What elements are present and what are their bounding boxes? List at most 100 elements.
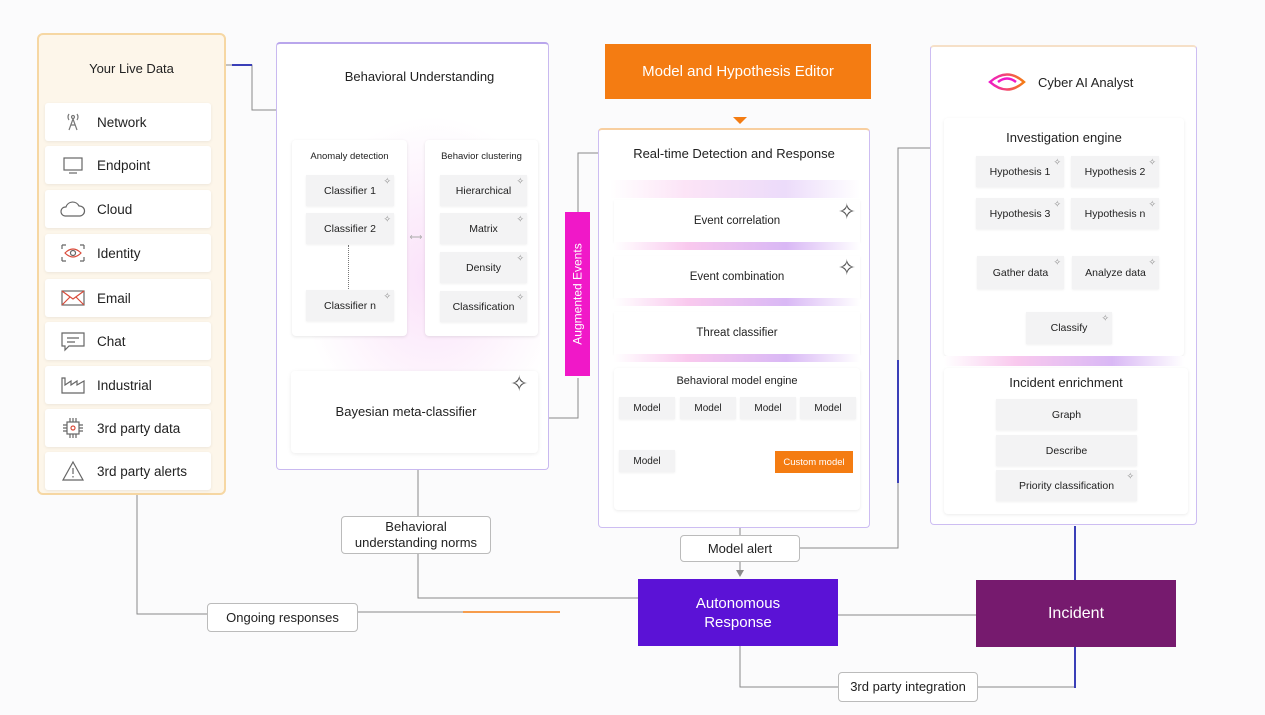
live-data-label: Industrial — [97, 377, 152, 393]
autonomous-line-2: Response — [704, 613, 772, 631]
hypothesis-card: Hypothesis n✧ — [1071, 198, 1159, 229]
eye-icon — [55, 242, 91, 264]
detection-stage-label: Event combination — [689, 271, 785, 283]
live-data-item-endpoint[interactable]: Endpoint — [45, 146, 211, 184]
antenna-icon — [55, 112, 91, 132]
hypothesis-card: Hypothesis 3✧ — [976, 198, 1064, 229]
sparkle-icon: ✧ — [516, 292, 524, 302]
model-hypothesis-editor[interactable]: Model and Hypothesis Editor — [605, 44, 871, 99]
live-data-item-network[interactable]: Network — [45, 103, 211, 141]
live-data-item-identity[interactable]: Identity — [45, 234, 211, 272]
integration-label: 3rd party integration — [838, 672, 978, 702]
live-data-item-industrial[interactable]: Industrial — [45, 366, 211, 404]
anomaly-dots — [348, 245, 349, 289]
sparkle-icon: ✧ — [1148, 157, 1156, 167]
sparkle-icon: ✧ — [1053, 157, 1061, 167]
classify-card-label: Classify — [1050, 322, 1088, 334]
sparkle-icon: ✧ — [1053, 199, 1061, 209]
analyst-logo-icon — [987, 71, 1027, 98]
analyze-data-card-label: Analyze data — [1085, 266, 1146, 279]
anomaly-detection-title: Anomaly detection — [310, 151, 389, 162]
model-alert-text: Model alert — [707, 540, 773, 556]
hypothesis-card-label: Hypothesis n — [1084, 207, 1146, 220]
sparkle-icon: ✧ — [1126, 471, 1134, 481]
bayesian-label: Bayesian meta-classifier — [335, 404, 477, 419]
model-block-label: Model — [694, 402, 722, 414]
anomaly-classifier-label: Classifier 2 — [324, 222, 376, 235]
live-data-item-cloud[interactable]: Cloud — [45, 190, 211, 228]
model-alert-label: Model alert — [680, 535, 800, 562]
live-data-item-3rd-party-alerts[interactable]: 3rd party alerts — [45, 452, 211, 490]
cluster-method: Matrix ✧ — [440, 213, 527, 244]
cluster-method-label: Matrix — [469, 222, 498, 235]
live-data-label: Network — [97, 114, 147, 130]
incident-label: Incident — [1047, 604, 1105, 622]
cloud-icon — [55, 199, 91, 219]
live-data-label: 3rd party data — [97, 420, 181, 436]
sparkle-icon: ✧ — [516, 214, 524, 224]
model-block: Model — [740, 397, 796, 419]
cluster-method-label: Classification — [452, 300, 515, 313]
cluster-method-label: Density — [465, 261, 501, 274]
cluster-method: Hierarchical✧ — [440, 175, 527, 206]
sparkle-icon: ✧ — [383, 176, 391, 186]
sparkle-icon: ✧ — [1053, 257, 1061, 267]
stage-glow — [614, 354, 860, 362]
enrichment-card: Describe — [996, 435, 1137, 466]
model-block-label: Model — [633, 402, 661, 414]
investigation-glow — [944, 356, 1184, 366]
autonomous-response-box[interactable]: Autonomous Response — [638, 579, 838, 646]
gather-data-card-label: Gather data — [992, 266, 1049, 279]
sparkle-icon: ✧ — [837, 255, 856, 280]
live-data-item-chat[interactable]: Chat — [45, 322, 211, 360]
sparkle-icon: ✧ — [516, 253, 524, 263]
detection-stage: Event correlation✧ — [614, 200, 860, 242]
connector-arrow: ⟷ — [409, 232, 423, 242]
detection-stage-label: Threat classifier — [696, 327, 778, 339]
augmented-events-bar: Augmented Events — [565, 212, 590, 376]
hypothesis-card: Hypothesis 2✧ — [1071, 156, 1159, 187]
enrichment-card: Graph — [996, 399, 1137, 430]
model-block: Model — [800, 397, 856, 419]
model-engine-title: Behavioral model engine — [676, 375, 798, 387]
hypothesis-card-label: Hypothesis 2 — [1084, 165, 1146, 178]
endpoint-icon — [55, 155, 91, 175]
model-block-label: Model — [754, 402, 782, 414]
envelope-icon — [55, 288, 91, 308]
realtime-title: Real-time Detection and Response — [633, 146, 835, 161]
live-data-label: Chat — [97, 333, 126, 349]
model-block-label: Model — [814, 402, 842, 414]
live-data-label: Cloud — [97, 201, 133, 217]
model-engine-box — [614, 368, 860, 510]
live-data-label: Endpoint — [97, 157, 151, 173]
anomaly-classifier-label: Classifier n — [324, 299, 376, 312]
behavioral-title: Behavioral Understanding — [344, 69, 495, 84]
investigation-title: Investigation engine — [1006, 130, 1122, 145]
anomaly-classifier: Classifier 2✧ — [306, 213, 394, 244]
norms-line-1: Behavioral — [385, 519, 447, 534]
factory-icon — [55, 375, 91, 395]
custom-model-button[interactable]: Custom model — [775, 451, 853, 473]
sparkle-icon: ✧ — [516, 176, 524, 186]
sparkle-icon: ✧ — [1148, 199, 1156, 209]
live-data-item-3rd-party-data[interactable]: 3rd party data — [45, 409, 211, 447]
analyst-title: Cyber AI Analyst — [1038, 75, 1134, 90]
incident-box[interactable]: Incident — [976, 580, 1176, 647]
live-data-label: Email — [97, 290, 131, 306]
detection-stage: Event combination ✧ — [614, 256, 860, 298]
sparkle-icon: ✧ — [383, 291, 391, 301]
chip-icon — [55, 416, 91, 440]
custom-model-label: Custom model — [783, 456, 845, 468]
anomaly-classifier-label: Classifier 1 — [324, 184, 376, 197]
analyze-data-card: Analyze data✧ — [1072, 256, 1159, 289]
model-block: Model — [619, 450, 675, 472]
chat-icon — [55, 330, 91, 352]
enrichment-card-label: Describe — [1045, 444, 1088, 457]
warning-icon — [55, 460, 91, 482]
hypothesis-card: Hypothesis 1✧ — [976, 156, 1064, 187]
cluster-method: Classification✧ — [440, 291, 527, 322]
live-data-item-email[interactable]: Email — [45, 279, 211, 317]
live-data-title: Your Live Data — [89, 61, 174, 76]
realtime-glow — [610, 180, 860, 198]
sparkle-icon: ✧ — [1148, 257, 1156, 267]
